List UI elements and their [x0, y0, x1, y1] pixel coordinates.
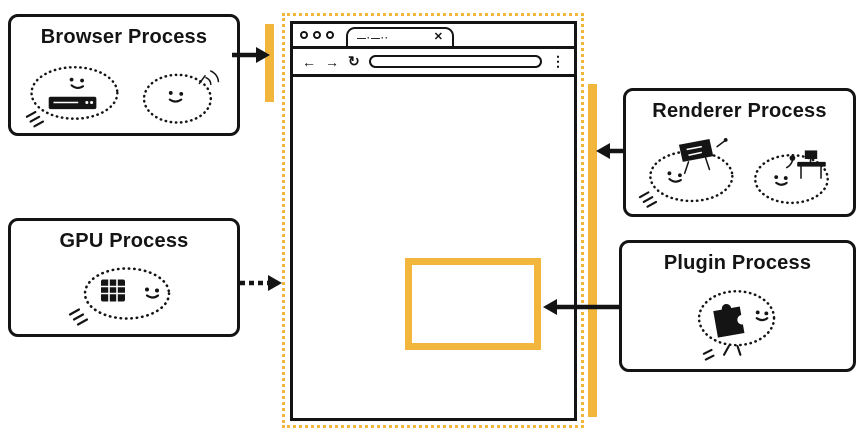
- browser-process-doodle: [25, 65, 219, 128]
- tab-close-icon: ✕: [433, 31, 443, 43]
- window-content-area: [293, 77, 574, 418]
- window-titlebar: —·—·· ✕: [293, 24, 574, 49]
- forward-icon: →: [325, 53, 339, 70]
- back-icon: ←: [302, 53, 316, 70]
- browser-process-label: Browser Process: [40, 26, 208, 48]
- window-control-dot: [300, 31, 308, 39]
- tab-title-scribble: —·—··: [357, 32, 389, 43]
- renderer-process-doodle: [638, 138, 829, 208]
- window-control-dot: [326, 31, 334, 39]
- menu-dots-icon: ⋮: [551, 53, 565, 69]
- arrow-browser-to-window: [232, 47, 270, 63]
- renderer-process-box: Renderer Process: [623, 88, 856, 217]
- window-control-dot: [313, 31, 321, 39]
- browser-process-bar: [265, 24, 274, 102]
- gpu-process-doodle: [68, 267, 171, 326]
- arrow-gpu-to-window-dashed: [240, 275, 282, 291]
- browser-process-box: Browser Process: [8, 14, 240, 136]
- address-bar: [368, 55, 542, 68]
- arrow-renderer-to-window: [596, 143, 624, 159]
- plugin-process-box: Plugin Process: [619, 240, 856, 372]
- renderer-boundary-dotted-frame: [282, 13, 584, 428]
- renderer-process-bar: [588, 84, 597, 417]
- gpu-process-box: GPU Process: [8, 218, 240, 337]
- plugin-frame: [405, 258, 541, 350]
- gpu-process-label: GPU Process: [59, 230, 189, 252]
- browser-tab: —·—·· ✕: [346, 27, 454, 46]
- plugin-process-doodle: [697, 290, 776, 361]
- reload-icon: ↻: [348, 53, 360, 69]
- renderer-process-label: Renderer Process: [652, 100, 827, 122]
- plugin-process-label: Plugin Process: [663, 252, 812, 274]
- window-controls-icon: [300, 24, 334, 46]
- browser-window: —·—·· ✕ ← → ↻ ⋮: [290, 21, 577, 421]
- arrow-plugin-to-frame: [543, 299, 619, 315]
- window-navbar: ← → ↻ ⋮: [293, 49, 574, 77]
